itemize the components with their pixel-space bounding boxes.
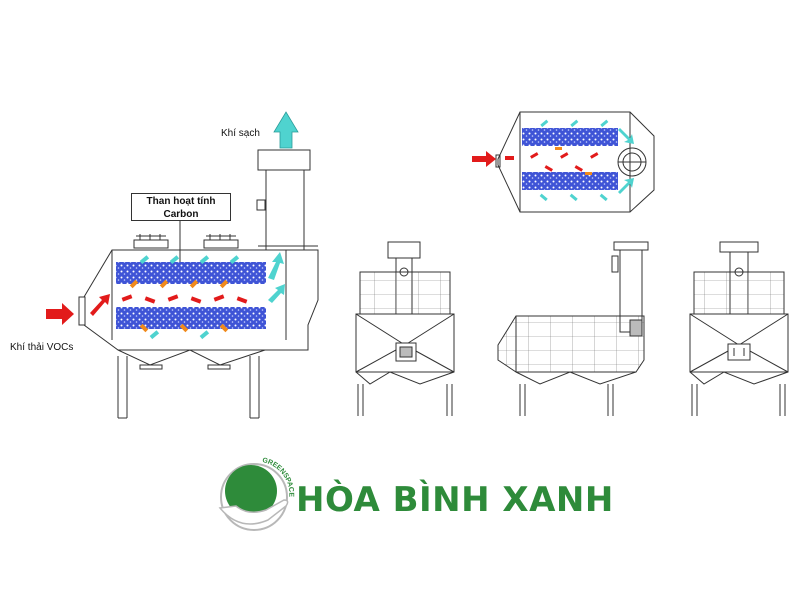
front-view-2 (689, 241, 789, 416)
carbon-bed-top (116, 262, 266, 284)
carbon-bed-bottom (116, 307, 266, 329)
outlet-arrow-icon (273, 111, 299, 149)
inlet-arrow-icon (46, 303, 74, 325)
top-view-bed-1 (522, 128, 618, 146)
top-view-bed-2 (522, 172, 618, 190)
flow-arrows-top (472, 119, 634, 202)
logo-icon: GREENSPACE (218, 457, 294, 531)
exhaust-label: Khí thải VOCs (10, 342, 74, 353)
front-view-1 (355, 241, 455, 416)
carbon-label-line2: Carbon (163, 209, 199, 220)
brand-name: HÒA BÌNH XANH (296, 480, 614, 520)
side-view (497, 241, 649, 416)
clean-air-label: Khí sạch (221, 128, 260, 139)
flow-arrows-main (46, 111, 299, 340)
carbon-label-box: Than hoạt tính Carbon (131, 193, 231, 221)
carbon-label-line1: Than hoạt tính (146, 196, 216, 207)
